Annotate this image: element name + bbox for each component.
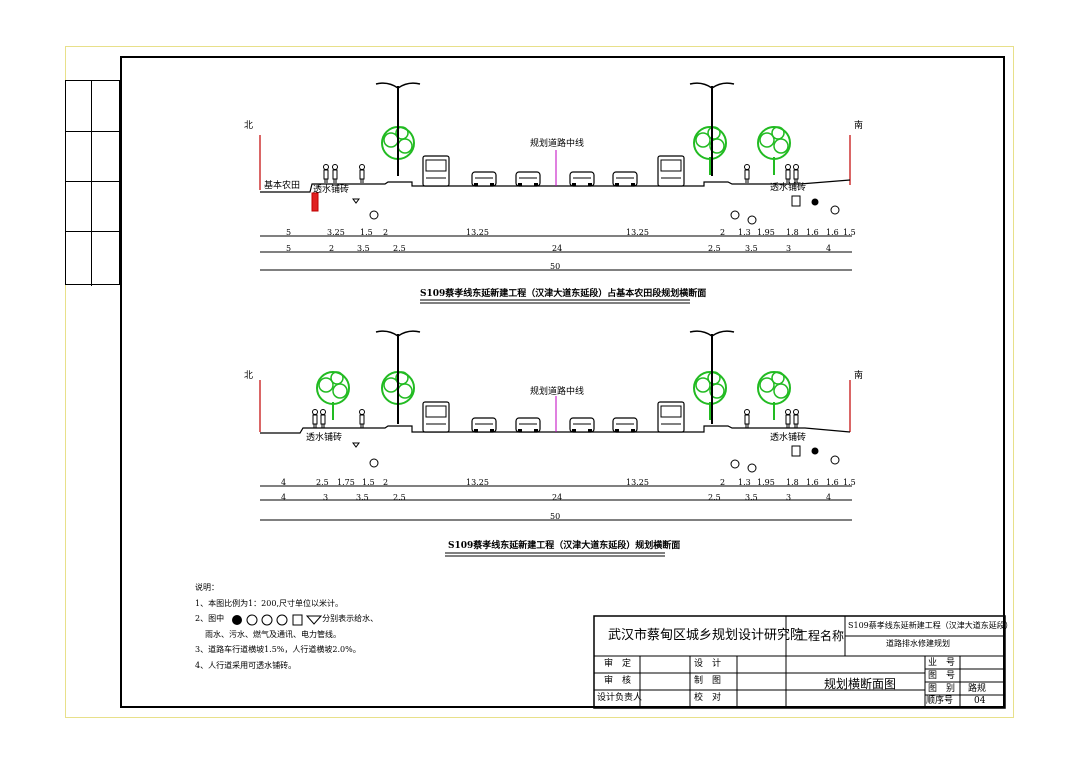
paving-label-left-2: 透水铺砖 (306, 433, 343, 443)
binding-strip (65, 80, 121, 286)
total-width-2: 50 (550, 512, 561, 521)
design-label: 设 计 (694, 659, 722, 669)
project-label: 工程名称 (796, 629, 845, 643)
farmland-label: 基本农田 (264, 181, 301, 191)
section-title-2: S109蔡孝线东延新建工程（汉津大道东延段）规划横断面 (448, 541, 681, 551)
seq-value: 04 (974, 696, 986, 706)
job-no-label: 业 号 (928, 658, 956, 668)
south-label-2: 南 (854, 371, 864, 381)
note-1: 1、本图比例为1：200,尺寸单位以米计。 (195, 598, 343, 608)
south-label-1: 南 (854, 121, 864, 131)
title-block-grid (593, 615, 1006, 709)
legend-icons (232, 614, 323, 626)
approve-label: 审 定 (604, 659, 632, 669)
title-block: 武汉市蔡甸区城乡规划设计研究院 工程名称 S109蔡孝线东延新建工程（汉津大道东… (594, 616, 1013, 708)
drawing-name: 规划横断面图 (824, 677, 897, 691)
check-label: 校 对 (694, 693, 722, 703)
note-2-cont: 雨水、污水、燃气及通讯、电力管线。 (205, 629, 341, 639)
institute-name: 武汉市蔡甸区城乡规划设计研究院 (608, 628, 804, 643)
notes: 说明： 1、本图比例为1：200,尺寸单位以米计。 2、图中分别表示给水、 雨水… (195, 580, 378, 673)
review-label: 审 核 (604, 676, 632, 686)
note-2: 2、图中分别表示给水、 (195, 614, 379, 623)
category-label: 图 别 (928, 684, 956, 694)
paving-label-right-1: 透水铺砖 (770, 183, 807, 193)
section-title-1: S109蔡孝线东延新建工程（汉津大道东延段）占基本农田段规划横断面 (420, 289, 707, 299)
centerline-label-1: 规划道路中线 (530, 139, 585, 149)
drawing-frame (120, 56, 1005, 708)
category-value: 路规 (968, 684, 987, 694)
section-2 (259, 330, 852, 557)
paving-label-right-2: 透水铺砖 (770, 433, 807, 443)
sub-project: 道路排水修建规划 (886, 639, 950, 648)
project-name: S109蔡孝线东延新建工程（汉津大道东延段） (848, 621, 1013, 630)
seq-label: 顺序号 (926, 696, 954, 706)
drawing-no-label: 图 号 (928, 671, 956, 681)
notes-heading: 说明： (195, 583, 219, 592)
north-label-1: 北 (244, 121, 254, 131)
paving-label-left-1: 透水铺砖 (313, 185, 350, 195)
section-1 (259, 82, 852, 304)
sheet-border (65, 46, 1014, 718)
north-label-2: 北 (244, 371, 254, 381)
note-3: 3、道路车行道横坡1.5%，人行道横坡2.0%。 (195, 645, 361, 654)
centerline-label-2: 规划道路中线 (530, 387, 585, 397)
total-width-1: 50 (550, 262, 561, 271)
lead-label: 设计负责人 (597, 693, 643, 703)
note-4: 4、人行道采用可透水铺砖。 (195, 660, 297, 670)
draw-label: 制 图 (694, 676, 722, 686)
